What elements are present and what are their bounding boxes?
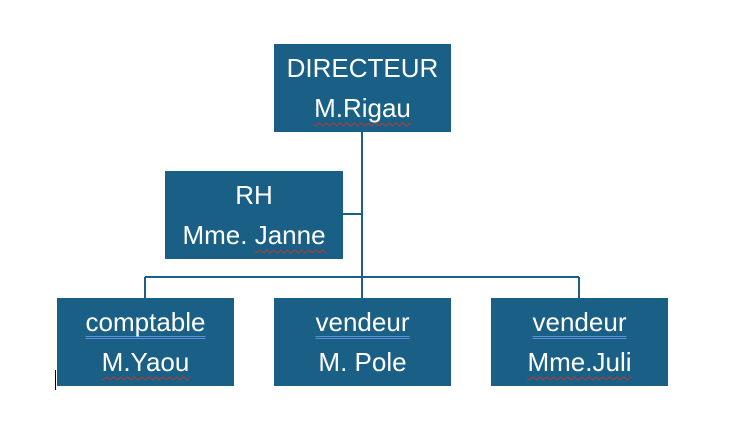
subordinate-box-vendeur-2[interactable]: vendeur Mme.Juli <box>491 298 668 386</box>
subordinate-name: M. Pole <box>318 347 407 377</box>
director-title: DIRECTEUR <box>286 53 439 83</box>
assistant-name: Mme. Janne <box>182 220 326 250</box>
director-box[interactable]: DIRECTEUR M.Rigau <box>274 44 451 132</box>
text-cursor <box>55 370 56 390</box>
director-name: M.Rigau <box>314 93 411 123</box>
subordinate-box-vendeur-1[interactable]: vendeur M. Pole <box>274 298 451 386</box>
subordinate-name: Mme.Juli <box>527 347 632 377</box>
assistant-title: RH <box>235 180 273 210</box>
subordinate-box-comptable[interactable]: comptable M.Yaou <box>57 298 234 386</box>
assistant-name-surname: Janne <box>254 220 326 250</box>
subordinate-title: vendeur <box>532 307 627 337</box>
assistant-box[interactable]: RH Mme. Janne <box>165 171 343 259</box>
subordinate-title: comptable <box>85 307 206 337</box>
subordinate-title: vendeur <box>315 307 410 337</box>
subordinate-name: M.Yaou <box>101 347 190 377</box>
